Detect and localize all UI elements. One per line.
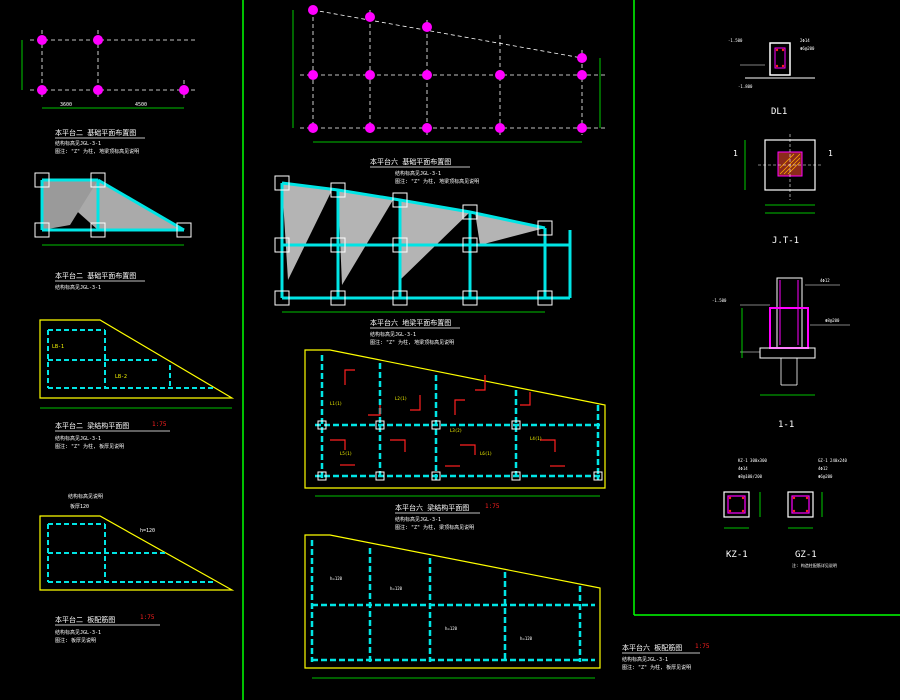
svg-text:本平台二 基础平面布置图: 本平台二 基础平面布置图 <box>55 271 136 280</box>
svg-text:h=120: h=120 <box>140 528 155 534</box>
svg-text:2Φ14: 2Φ14 <box>800 38 810 43</box>
svg-text:3600: 3600 <box>60 102 72 108</box>
dl1-label: DL1 <box>771 107 787 117</box>
detail-dl1: -1.500 2Φ14 Φ6@200 -1.800 DL1 <box>728 38 815 117</box>
svg-text:结构标高见JGL-3-1: 结构标高见JGL-3-1 <box>55 629 101 636</box>
svg-text:本平台二 基础平面布置图: 本平台二 基础平面布置图 <box>55 128 136 137</box>
svg-text:图注: "Z" 为柱, 地梁顶标高见说明: 图注: "Z" 为柱, 地梁顶标高见说明 <box>55 148 139 155</box>
svg-text:L5(1): L5(1) <box>340 451 352 456</box>
svg-text:图注: "Z" 为柱, 地梁顶标高见说明: 图注: "Z" 为柱, 地梁顶标高见说明 <box>370 339 454 346</box>
svg-text:结构标高见说明: 结构标高见说明 <box>68 493 103 500</box>
svg-text:L3(2): L3(2) <box>450 428 462 433</box>
svg-text:LB-1: LB-1 <box>52 344 64 350</box>
svg-text:4Φ14: 4Φ14 <box>738 466 748 471</box>
svg-text:L1(1): L1(1) <box>330 401 342 406</box>
svg-text:GZ-1 240x240: GZ-1 240x240 <box>818 458 847 463</box>
svg-text:-1.800: -1.800 <box>738 84 753 89</box>
plan-grid-small: 3600 4500 本平台二 基础平面布置图 结构标高见JGL-3-1 图注: … <box>21 30 195 155</box>
svg-text:图注: "Z" 为柱, 地梁顶标高见说明: 图注: "Z" 为柱, 地梁顶标高见说明 <box>395 178 479 185</box>
svg-text:本平台六 板配筋图: 本平台六 板配筋图 <box>622 643 682 652</box>
svg-text:本平台六 梁结构平面图: 本平台六 梁结构平面图 <box>395 503 469 512</box>
svg-text:图注: "Z" 为柱, 板厚见说明: 图注: "Z" 为柱, 板厚见说明 <box>55 443 124 450</box>
scale-tag-4: 1:75 <box>695 643 710 650</box>
detail-gz1: GZ-1 240x240 4Φ12 Φ6@200 GZ-1 注: 构造柱配筋详见… <box>787 458 847 568</box>
svg-text:结构标高见JGL-3-1: 结构标高见JGL-3-1 <box>395 516 441 523</box>
scale-tag-3: 1:75 <box>485 503 500 510</box>
svg-text:本平台二 梁结构平面图: 本平台二 梁结构平面图 <box>55 421 129 430</box>
svg-text:图注: "Z" 为柱, 板厚见说明: 图注: "Z" 为柱, 板厚见说明 <box>622 664 691 671</box>
svg-text:结构标高见JGL-3-1: 结构标高见JGL-3-1 <box>370 331 416 338</box>
svg-text:4500: 4500 <box>135 102 147 108</box>
svg-text:h=120: h=120 <box>390 586 403 591</box>
detail-kz1: KZ-1 300x300 4Φ14 Φ8@100/200 KZ-1 <box>723 458 767 560</box>
jt1-label: J.T-1 <box>772 236 799 246</box>
plan-slab-large: h=120 h=120 h=120 h=120 本平台六 板配筋图 1:75 结构标… <box>304 534 710 679</box>
section-label: 1-1 <box>778 420 794 430</box>
svg-text:结构标高见JGL-3-1: 结构标高见JGL-3-1 <box>55 284 101 291</box>
svg-text:结构标高见JGL-3-1: 结构标高见JGL-3-1 <box>395 170 441 177</box>
svg-text:L2(1): L2(1) <box>395 396 407 401</box>
svg-text:本平台六 地梁平面布置图: 本平台六 地梁平面布置图 <box>370 318 451 327</box>
plan-beam-large: L1(1) L2(1) L3(2) L4(1) L5(1) L6(1) 本平台六 梁结… <box>304 349 606 531</box>
svg-text:结构标高见JGL-3-1: 结构标高见JGL-3-1 <box>55 140 101 147</box>
svg-text:结构标高见JGL-3-1: 结构标高见JGL-3-1 <box>55 435 101 442</box>
plan-foundation-small: 本平台二 基础平面布置图 结构标高见JGL-3-1 <box>34 172 192 291</box>
svg-text:L4(1): L4(1) <box>530 436 542 441</box>
plan-slab-small: LB-1 LB-2 本平台二 梁结构平面图 1:75 结构标高见JGL-3-1 … <box>39 319 235 450</box>
gz1-label: GZ-1 <box>795 550 817 560</box>
svg-text:1: 1 <box>828 149 833 158</box>
svg-text:本平台二 板配筋图: 本平台二 板配筋图 <box>55 615 115 624</box>
svg-text:板厚120: 板厚120 <box>70 503 89 510</box>
kz1-label: KZ-1 <box>726 550 748 560</box>
svg-text:4Φ12: 4Φ12 <box>820 278 830 283</box>
svg-text:-1.500: -1.500 <box>728 38 743 43</box>
svg-text:4Φ12: 4Φ12 <box>818 466 828 471</box>
svg-text:KZ-1 300x300: KZ-1 300x300 <box>738 458 767 463</box>
svg-text:1: 1 <box>733 149 738 158</box>
scale-tag-2: 1:75 <box>140 614 155 621</box>
detail-jt1: 1 1 J.T-1 <box>733 134 833 246</box>
svg-text:Φ6@200: Φ6@200 <box>818 474 833 479</box>
svg-text:Φ8@100/200: Φ8@100/200 <box>738 474 763 479</box>
plan-foundation-large: 本平台六 地梁平面布置图 结构标高见JGL-3-1 图注: "Z" 为柱, 地梁… <box>274 175 572 346</box>
svg-text:h=120: h=120 <box>330 576 343 581</box>
plan-grid-large: 本平台六 基础平面布置图 结构标高见JGL-3-1 图注: "Z" 为柱, 地梁… <box>292 5 605 185</box>
svg-text:h=120: h=120 <box>445 626 458 631</box>
svg-text:结构标高见JGL-3-1: 结构标高见JGL-3-1 <box>622 656 668 663</box>
svg-text:Φ6@200: Φ6@200 <box>800 46 815 51</box>
scale-tag-1: 1:75 <box>152 421 167 428</box>
plan-slab-small-2: 结构标高见说明 板厚120 h=120 本平台二 板配筋图 1:75 结构标高见… <box>39 493 235 644</box>
svg-text:LB-2: LB-2 <box>115 374 127 380</box>
svg-text:图注: 板厚见说明: 图注: 板厚见说明 <box>55 637 96 644</box>
svg-text:-1.500: -1.500 <box>712 298 727 303</box>
svg-text:本平台六 基础平面布置图: 本平台六 基础平面布置图 <box>370 157 451 166</box>
svg-text:h=120: h=120 <box>520 636 533 641</box>
svg-text:L6(1): L6(1) <box>480 451 492 456</box>
svg-text:注: 构造柱配筋详见说明: 注: 构造柱配筋详见说明 <box>792 562 837 568</box>
svg-text:图注: "Z" 为柱, 梁顶标高见说明: 图注: "Z" 为柱, 梁顶标高见说明 <box>395 524 474 531</box>
detail-section-1-1: -1.500 4Φ12 Φ8@200 1-1 <box>712 277 850 430</box>
svg-text:Φ8@200: Φ8@200 <box>825 318 840 323</box>
sheet-dividers <box>242 0 900 700</box>
